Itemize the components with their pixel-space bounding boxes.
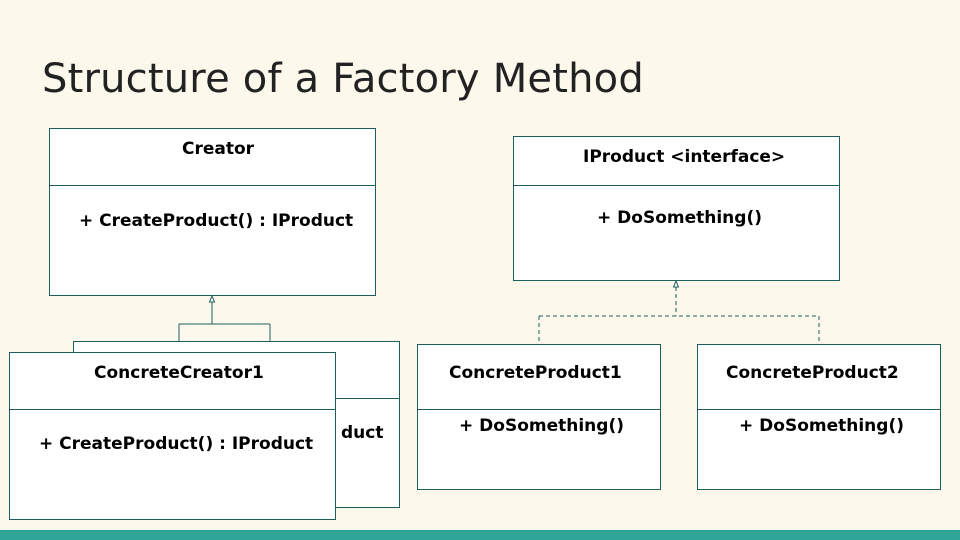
concrete-creator-back-operation: duct	[341, 423, 384, 443]
iproduct-interface-name: IProduct <interface>	[583, 147, 786, 167]
concrete-product1-class-name: ConcreteProduct1	[449, 363, 622, 383]
inheritance-arrowhead-creator	[208, 294, 216, 303]
iproduct-interface-header: IProduct <interface>	[514, 137, 839, 186]
creator-class-name: Creator	[182, 139, 255, 159]
iproduct-operation: + DoSomething()	[597, 208, 762, 228]
concrete-creator1-operation: + CreateProduct() : IProduct	[39, 434, 314, 454]
creator-class-header: Creator	[50, 129, 375, 186]
iproduct-interface-box: IProduct <interface> + DoSomething()	[513, 136, 840, 281]
concrete-product1-class-box: ConcreteProduct1 + DoSomething()	[417, 344, 661, 490]
realization-arrowhead-iproduct	[672, 279, 680, 288]
concrete-creator1-class-header: ConcreteCreator1	[10, 353, 335, 410]
creator-class-box: Creator + CreateProduct() : IProduct	[49, 128, 376, 296]
concrete-product2-class-header: ConcreteProduct2	[698, 345, 940, 410]
concrete-product2-class-box: ConcreteProduct2 + DoSomething()	[697, 344, 941, 490]
concrete-product2-operation: + DoSomething()	[739, 416, 904, 436]
slide-title: Structure of a Factory Method	[42, 56, 644, 102]
concrete-product1-class-header: ConcreteProduct1	[418, 345, 660, 410]
creator-operation: + CreateProduct() : IProduct	[79, 211, 354, 231]
concrete-product1-operation: + DoSomething()	[459, 416, 624, 436]
concrete-creator1-class-box: ConcreteCreator1 + CreateProduct() : IPr…	[9, 352, 336, 520]
footer-accent-bar	[0, 530, 960, 540]
concrete-creator1-class-name: ConcreteCreator1	[94, 363, 264, 383]
concrete-product2-class-name: ConcreteProduct2	[726, 363, 899, 383]
